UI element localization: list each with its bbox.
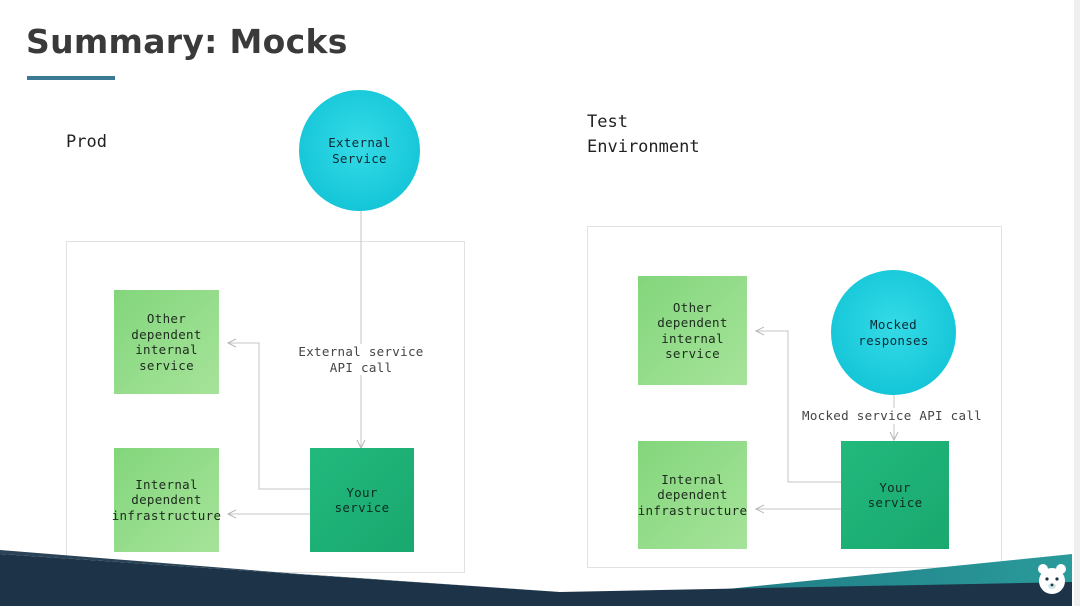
prod-to-other-service-line bbox=[228, 343, 310, 490]
prod-label: Prod bbox=[66, 132, 107, 152]
prod-api-call-label: External service API call bbox=[293, 344, 429, 375]
test-api-call-label: Mocked service API call bbox=[796, 408, 988, 424]
mocked-responses-node: Mocked responses bbox=[831, 270, 956, 395]
test-your-service-box: Your service bbox=[841, 441, 949, 549]
footer-wave bbox=[0, 550, 1072, 606]
external-service-node: External Service bbox=[299, 90, 420, 211]
prod-internal-infra-box: Internal dependent infrastructure bbox=[112, 448, 221, 552]
prod-your-service-box: Your service bbox=[310, 448, 414, 552]
prod-other-service-box: Other dependent internal service bbox=[114, 290, 219, 394]
test-other-service-box: Other dependent internal service bbox=[638, 276, 747, 385]
title-underline bbox=[27, 76, 115, 80]
slide-edge bbox=[1074, 0, 1080, 606]
test-to-other-service-line bbox=[756, 331, 841, 483]
slide-title: Summary: Mocks bbox=[26, 22, 348, 61]
bear-logo-icon bbox=[1038, 564, 1066, 594]
test-internal-infra-box: Internal dependent infrastructure bbox=[638, 441, 747, 549]
test-environment-label: Test Environment bbox=[587, 112, 700, 157]
